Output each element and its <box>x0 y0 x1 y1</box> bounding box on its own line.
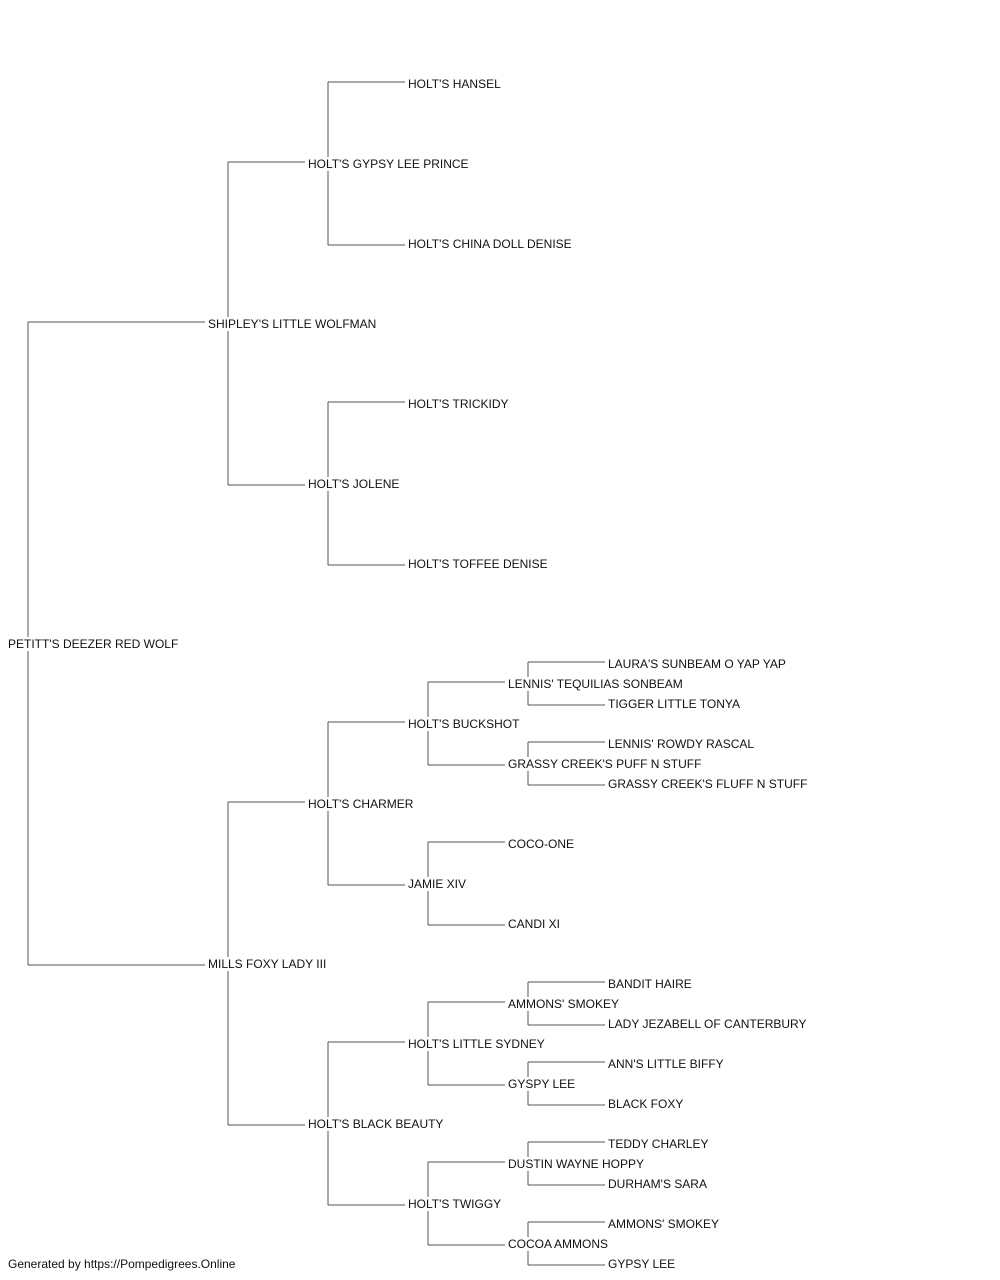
node-g5-04[interactable]: GRASSY CREEK'S FLUFF N STUFF <box>608 777 810 791</box>
node-dam-dam-dam-dam[interactable]: COCOA AMMONS <box>508 1237 611 1251</box>
node-g5-09[interactable]: TEDDY CHARLEY <box>608 1137 711 1151</box>
node-dam-sire[interactable]: HOLT'S CHARMER <box>308 797 416 811</box>
node-g5-06[interactable]: LADY JEZABELL OF CANTERBURY <box>608 1017 809 1031</box>
node-g5-08[interactable]: BLACK FOXY <box>608 1097 686 1111</box>
node-g5-03[interactable]: LENNIS' ROWDY RASCAL <box>608 737 757 751</box>
node-sire-dam[interactable]: HOLT'S JOLENE <box>308 477 402 491</box>
node-dam-sire-sire[interactable]: HOLT'S BUCKSHOT <box>408 717 522 731</box>
node-dam-dam-sire-dam[interactable]: GYSPY LEE <box>508 1077 578 1091</box>
node-g5-11[interactable]: AMMONS' SMOKEY <box>608 1217 721 1231</box>
node-g5-07[interactable]: ANN'S LITTLE BIFFY <box>608 1057 726 1071</box>
generated-by-footer[interactable]: Generated by https://Pompedigrees.Online <box>8 1257 236 1271</box>
node-dam-sire-sire-dam[interactable]: GRASSY CREEK'S PUFF N STUFF <box>508 757 704 771</box>
node-g5-12[interactable]: GYPSY LEE <box>608 1257 678 1271</box>
node-g5-05[interactable]: BANDIT HAIRE <box>608 977 694 991</box>
node-dam-dam-dam[interactable]: HOLT'S TWIGGY <box>408 1197 504 1211</box>
node-subject[interactable]: PETITT'S DEEZER RED WOLF <box>8 637 181 651</box>
node-sire-sire-sire[interactable]: HOLT'S HANSEL <box>408 77 503 91</box>
node-dam-sire-dam[interactable]: JAMIE XIV <box>408 877 469 891</box>
node-dam[interactable]: MILLS FOXY LADY III <box>208 957 329 971</box>
node-sire-dam-dam[interactable]: HOLT'S TOFFEE DENISE <box>408 557 550 571</box>
node-dam-sire-dam-dam[interactable]: CANDI XI <box>508 917 563 931</box>
node-sire-dam-sire[interactable]: HOLT'S TRICKIDY <box>408 397 511 411</box>
node-dam-sire-sire-sire[interactable]: LENNIS' TEQUILIAS SONBEAM <box>508 677 685 691</box>
node-dam-dam-sire[interactable]: HOLT'S LITTLE SYDNEY <box>408 1037 547 1051</box>
node-g5-10[interactable]: DURHAM'S SARA <box>608 1177 709 1191</box>
node-dam-dam-sire-sire[interactable]: AMMONS' SMOKEY <box>508 997 621 1011</box>
node-dam-dam[interactable]: HOLT'S BLACK BEAUTY <box>308 1117 446 1131</box>
node-dam-dam-dam-sire[interactable]: DUSTIN WAYNE HOPPY <box>508 1157 647 1171</box>
node-g5-01[interactable]: LAURA'S SUNBEAM O YAP YAP <box>608 657 788 671</box>
node-sire-sire-dam[interactable]: HOLT'S CHINA DOLL DENISE <box>408 237 574 251</box>
node-sire-sire[interactable]: HOLT'S GYPSY LEE PRINCE <box>308 157 471 171</box>
node-sire[interactable]: SHIPLEY'S LITTLE WOLFMAN <box>208 317 379 331</box>
node-g5-02[interactable]: TIGGER LITTLE TONYA <box>608 697 743 711</box>
node-dam-sire-dam-sire[interactable]: COCO-ONE <box>508 837 576 851</box>
